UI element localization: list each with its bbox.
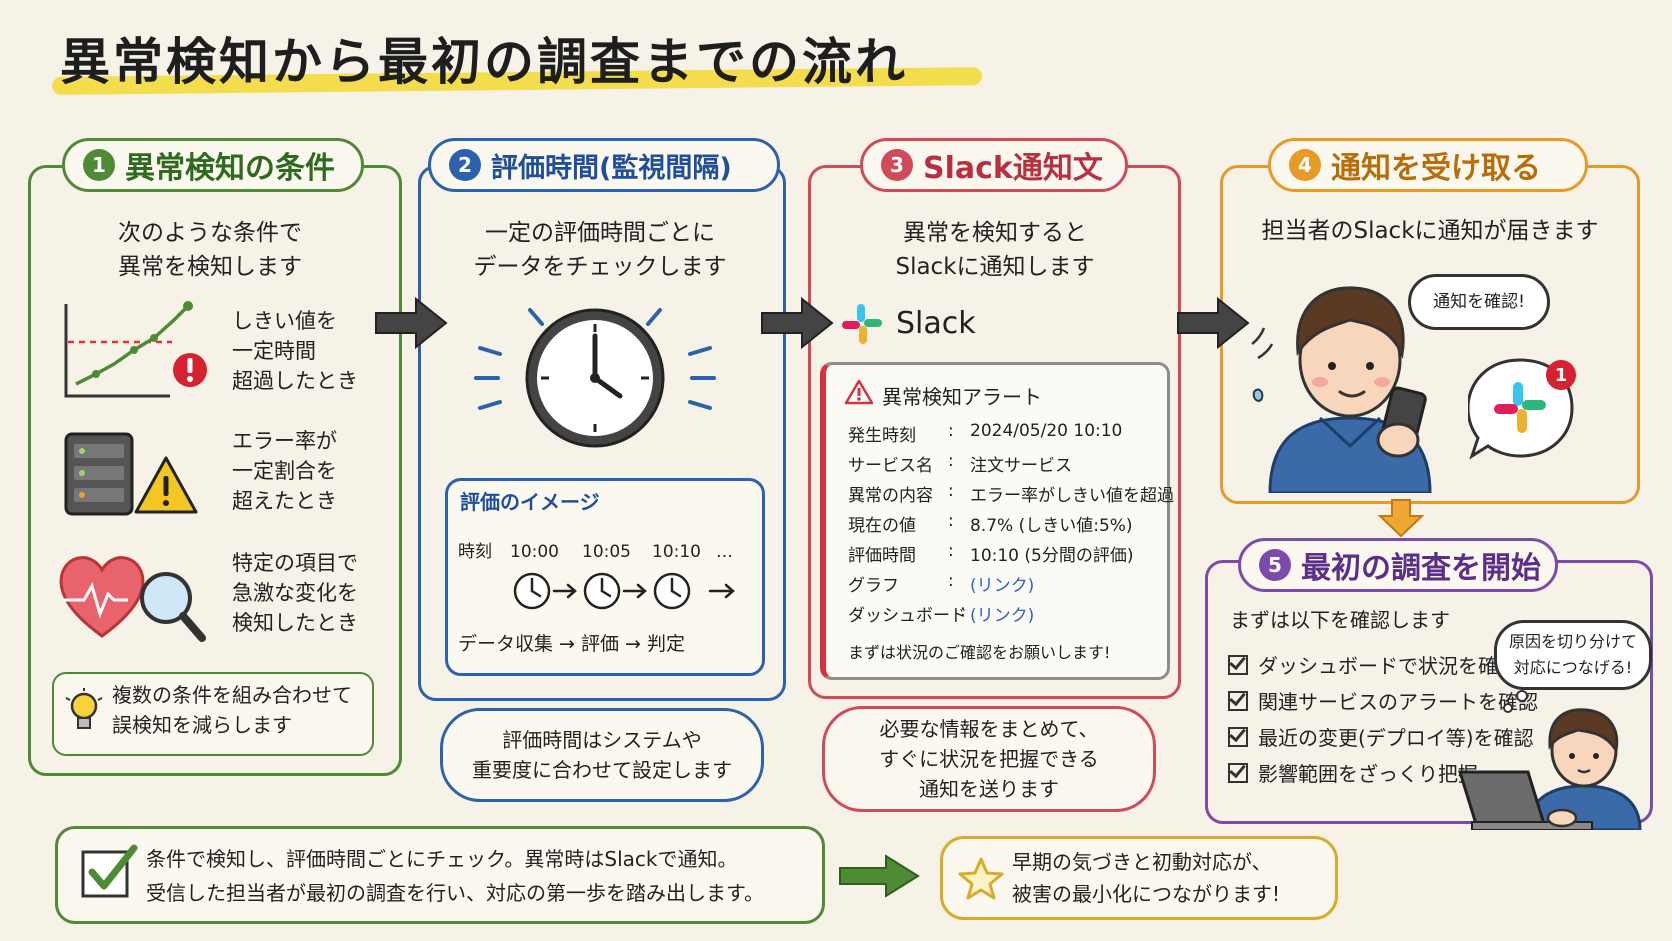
timeline-time-2: 10:05	[582, 542, 631, 562]
step1-heading: 1 異常検知の条件	[62, 138, 364, 192]
summary-arrow-icon	[839, 854, 920, 898]
alert-row-value: 現在の値:8.7% (しきい値:5%)	[848, 511, 1133, 536]
step5-heading: 5 最初の調査を開始	[1238, 538, 1558, 592]
check-item-2: 関連サービスのアラートを確認	[1228, 686, 1538, 715]
evaluation-flow-text: データ収集 → 評価 → 判定	[458, 633, 685, 655]
alert-row-time: 発生時刻:2024/05/20 10:10	[848, 421, 1123, 446]
result-box	[940, 836, 1338, 920]
timeline-ellipsis: …	[716, 542, 733, 562]
step5-intro: まずは以下を確認します	[1230, 608, 1450, 632]
flow-arrow-3-4-icon	[1177, 296, 1250, 350]
step4-heading: 4 通知を受け取る	[1268, 138, 1588, 192]
person-with-laptop-icon	[1458, 708, 1642, 830]
timeline-time-1: 10:00	[510, 542, 559, 562]
step2-heading: 2 評価時間(監視間隔)	[428, 138, 780, 192]
line-chart-alert-icon	[64, 301, 207, 398]
evaluation-card-title: 評価のイメージ	[460, 490, 600, 514]
dashboard-link[interactable]: (リンク)	[970, 606, 1035, 626]
check-item-1: ダッシュボードで状況を確認	[1228, 650, 1518, 679]
star-icon	[958, 857, 1004, 900]
clock-icon	[474, 308, 716, 448]
checkbox-icon	[1228, 655, 1248, 675]
alert-warning-icon	[844, 379, 874, 405]
alert-row-dashboard: ダッシュボード:(リンク)	[848, 601, 1035, 626]
step2-note: 評価時間はシステムや 重要度に合わせて設定します	[440, 708, 764, 802]
flow-arrow-2-3-icon	[761, 296, 834, 350]
slack-label: Slack	[896, 306, 976, 341]
summary-box	[55, 826, 825, 924]
notification-badge: 1	[1546, 360, 1576, 390]
alert-row-graph: グラフ:(リンク)	[848, 571, 1035, 596]
person-with-phone-icon	[1251, 286, 1432, 493]
lightbulb-icon	[65, 688, 103, 729]
check-item-4: 影響範囲をざっくり把握	[1228, 758, 1478, 787]
step1-number: 1	[83, 149, 115, 181]
summary-text: 条件で検知し、評価時間ごとにチェック。異常時はSlackで通知。 受信した担当者…	[146, 847, 764, 905]
step1-intro: 次のような条件で 異常を検知します	[118, 220, 302, 280]
step4-speech-bubble: 通知を確認!	[1408, 274, 1550, 330]
step2-number: 2	[449, 149, 481, 181]
alert-row-content: 異常の内容:エラー率がしきい値を超過	[848, 481, 1174, 506]
checkbox-icon	[1228, 691, 1248, 711]
graph-link[interactable]: (リンク)	[970, 576, 1035, 596]
condition-error-rate-text: エラー率が 一定割合を 超えたとき	[232, 429, 337, 513]
step3-intro: 異常を検知すると Slackに通知します	[895, 220, 1095, 280]
condition-threshold-text: しきい値を 一定時間 超過したとき	[232, 309, 358, 393]
step4-number: 4	[1289, 149, 1321, 181]
timeline-time-3: 10:10	[652, 542, 701, 562]
step4-intro: 担当者のSlackに通知が届きます	[1261, 218, 1599, 244]
flow-arrow-4-5-icon	[1378, 499, 1424, 538]
step2-title: 評価時間(監視間隔)	[491, 152, 732, 184]
step5-title: 最初の調査を開始	[1301, 551, 1541, 586]
step1-title: 異常検知の条件	[125, 151, 335, 186]
step1-tip-box	[52, 672, 374, 756]
checkbox-icon	[1228, 727, 1248, 747]
step2-intro: 一定の評価時間ごとに データをチェックします	[473, 220, 727, 280]
condition-sudden-change-text: 特定の項目で 急激な変化を 検知したとき	[232, 551, 358, 635]
thought-dots-icon	[1503, 690, 1528, 713]
alert-footer: まずは状況のご確認をお願いします!	[848, 643, 1111, 662]
alert-row-service: サービス名:注文サービス	[848, 451, 1072, 476]
step4-title: 通知を受け取る	[1331, 151, 1541, 186]
step1-tip-text: 複数の条件を組み合わせて 誤検知を減らします	[112, 683, 352, 737]
check-item-3: 最近の変更(デプロイ等)を確認	[1228, 722, 1534, 751]
step3-title: Slack通知文	[923, 151, 1103, 186]
step3-number: 3	[881, 149, 913, 181]
timeline-label: 時刻	[458, 542, 492, 562]
result-text: 早期の気づきと初動対応が、 被害の最小化につながります!	[1012, 850, 1281, 906]
slack-alert-message: 異常検知アラート 発生時刻:2024/05/20 10:10 サービス名:注文サ…	[820, 362, 1174, 680]
checkbox-icon	[1228, 763, 1248, 783]
server-warning-icon	[64, 432, 198, 516]
alert-title: 異常検知アラート	[882, 385, 1042, 409]
step5-thought-bubble: 原因を切り分けて 対応につなげる!	[1494, 620, 1652, 690]
summary-check-icon	[81, 844, 138, 898]
step3-note: 必要な情報をまとめて、 すぐに状況を把握できる 通知を送ります	[822, 706, 1156, 812]
step5-number: 5	[1259, 549, 1291, 581]
alert-row-eval: 評価時間:10:10 (5分間の評価)	[848, 541, 1134, 566]
flow-arrow-1-2-icon	[375, 296, 448, 350]
timeline-clocks-icon	[513, 572, 735, 610]
heart-magnifier-icon	[59, 556, 206, 642]
page-title: 異常検知から最初の調査までの流れ	[60, 33, 908, 91]
slack-logo-icon	[842, 304, 882, 344]
slack-notification-icon	[1468, 358, 1574, 460]
step3-heading: 3 Slack通知文	[860, 138, 1128, 192]
